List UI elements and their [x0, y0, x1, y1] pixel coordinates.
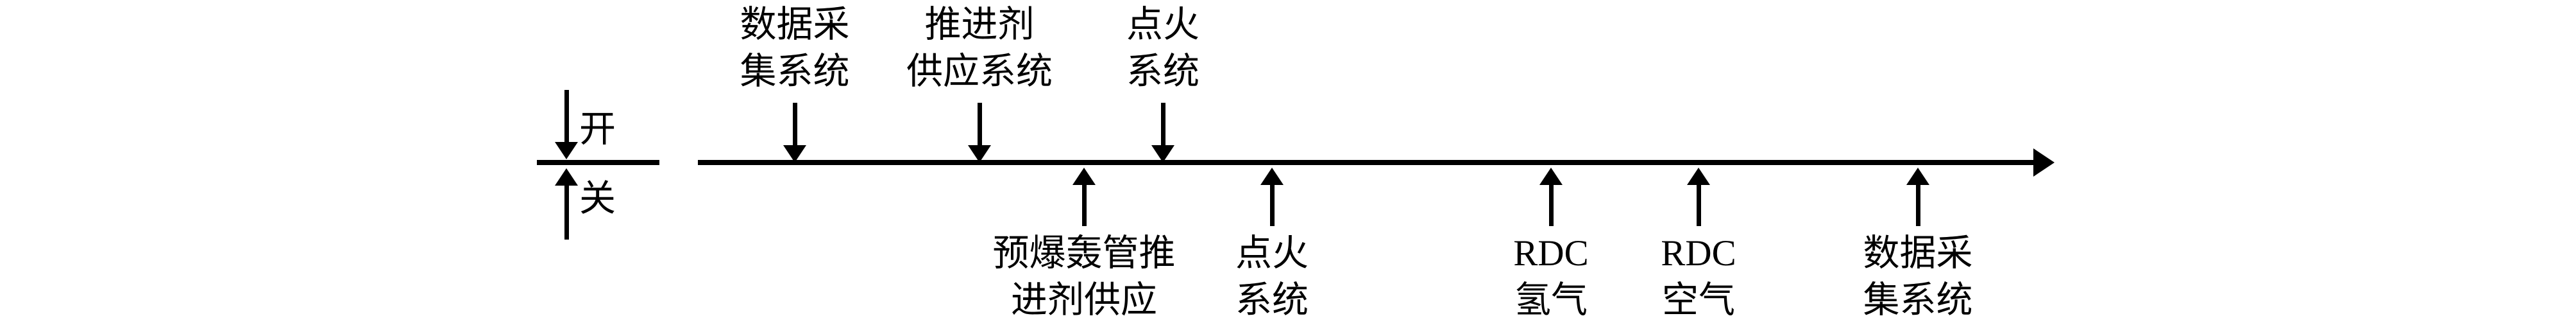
- arrow-head: [1687, 168, 1710, 185]
- arrow-shaft: [1548, 185, 1554, 226]
- arrow-head: [1072, 168, 1096, 185]
- event-label-line1: 数据采: [740, 4, 850, 45]
- event-label-line2: 系统: [1235, 280, 1309, 321]
- legend-off-arrow-icon: [555, 168, 578, 240]
- event-label: RDC 空气: [1661, 230, 1736, 324]
- down-arrow-icon: [1151, 103, 1174, 163]
- event-label-line2: 空气: [1661, 280, 1735, 321]
- timeline-axis: [698, 160, 2036, 165]
- arrow-head: [555, 168, 578, 186]
- event-label: 数据采 集系统: [740, 1, 850, 95]
- arrow-head: [1260, 168, 1284, 185]
- up-arrow-icon: [1906, 168, 1929, 226]
- arrow-shaft: [977, 103, 982, 145]
- legend-baseline: [537, 160, 659, 165]
- event-label: 数据采 集系统: [1863, 230, 1973, 324]
- arrow-shaft: [1915, 185, 1920, 226]
- event-label: 预爆轰管推 进剂供应: [993, 230, 1176, 324]
- down-arrow-icon: [783, 103, 806, 163]
- event-label-line2: 氢气: [1514, 280, 1588, 321]
- arrow-shaft: [1269, 185, 1275, 226]
- event-label-line1: 点火: [1126, 4, 1199, 45]
- up-arrow-icon: [1687, 168, 1710, 226]
- arrow-head: [1539, 168, 1563, 185]
- event-label-line2: 供应系统: [906, 51, 1053, 92]
- timeline-axis-arrow-icon: [2033, 148, 2055, 177]
- legend-on-arrow-icon: [555, 90, 578, 159]
- event-label-line2: 系统: [1126, 51, 1199, 92]
- event-label-line2: 集系统: [740, 51, 850, 92]
- event-label-line2: 集系统: [1863, 280, 1973, 321]
- legend-on-label: 开: [579, 109, 616, 150]
- event-label-line1: 预爆轰管推: [992, 233, 1176, 274]
- event-label-line1: RDC: [1513, 233, 1589, 274]
- event-label-line1: 数据采: [1863, 233, 1973, 274]
- event-label: 点火 系统: [1126, 1, 1199, 95]
- arrow-shaft: [564, 90, 569, 142]
- up-arrow-icon: [1072, 168, 1096, 226]
- arrow-head: [783, 145, 806, 163]
- legend-off-label: 关: [579, 179, 616, 219]
- arrow-shaft: [1081, 185, 1087, 226]
- arrow-shaft: [792, 103, 797, 145]
- up-arrow-icon: [1260, 168, 1284, 226]
- up-arrow-icon: [1539, 168, 1563, 226]
- event-label-line1: 推进剂: [924, 4, 1035, 45]
- down-arrow-icon: [968, 103, 991, 163]
- arrow-shaft: [1160, 103, 1165, 145]
- event-label-line2: 进剂供应: [1011, 280, 1157, 321]
- event-label: RDC 氢气: [1513, 230, 1588, 324]
- arrow-shaft: [564, 186, 569, 240]
- arrow-head: [1151, 145, 1174, 163]
- event-label: 点火 系统: [1235, 230, 1309, 324]
- arrow-head: [968, 145, 991, 163]
- event-label-line1: 点火: [1235, 233, 1309, 274]
- event-label: 推进剂 供应系统: [906, 1, 1053, 95]
- event-label-line1: RDC: [1661, 233, 1736, 274]
- arrow-head: [555, 142, 578, 159]
- arrow-head: [1906, 168, 1929, 185]
- arrow-shaft: [1696, 185, 1701, 226]
